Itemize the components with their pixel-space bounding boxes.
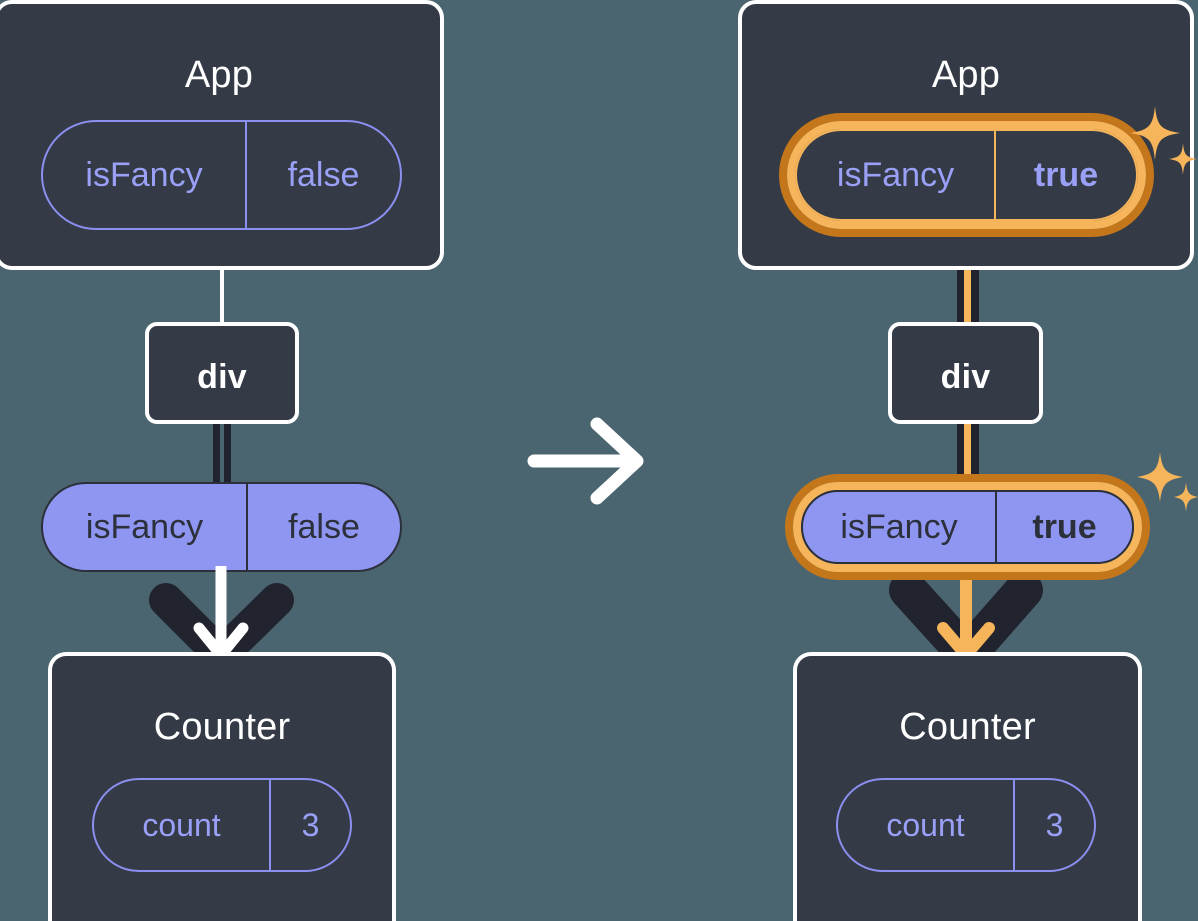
arrow-chevron-dark-right [889,571,1043,674]
connector-div-to-props-right-a [957,422,965,484]
connector-div-to-props-left-a [213,422,220,484]
app-state-value-right: true [994,131,1136,219]
props-pill-left[interactable]: isFancy false [41,482,402,572]
app-state-key-left: isFancy [85,155,203,194]
props-key-right: isFancy [840,507,958,546]
counter-state-value-left: 3 [269,780,350,870]
div-element-box-right: div [888,322,1043,424]
app-state-pill-right[interactable]: isFancy true [795,129,1138,221]
counter-state-pill-right[interactable]: count 3 [836,778,1096,872]
arrow-chevron-dark-left [149,583,294,672]
app-title-left: App [184,54,254,96]
connector-app-to-div-right-b [971,230,979,330]
app-state-key-right: isFancy [836,155,955,194]
counter-state-pill-left[interactable]: count 3 [92,778,352,872]
sparkle-small-icon [1174,482,1198,512]
div-element-box-left: div [145,322,299,424]
arrow-head-white-left [193,622,249,661]
counter-title-right: Counter [899,706,1036,748]
counter-state-value-right: 3 [1013,780,1094,870]
app-state-value-left: false [245,122,400,228]
connector-app-to-div-right-core [964,222,971,330]
div-label-right: div [940,358,991,396]
connector-app-to-div-right-a [957,230,965,330]
sparkle-large-icon [1137,452,1183,502]
connector-div-to-props-left-b [224,422,231,484]
props-value-left: false [246,484,400,570]
counter-state-key-right: count [886,806,965,843]
connector-div-to-props-right-core [964,422,971,484]
counter-state-key-left: count [142,806,221,843]
connector-app-to-div-left [220,268,224,326]
app-state-pill-left[interactable]: isFancy false [41,120,402,230]
app-title-right: App [931,54,1001,96]
props-key-left: isFancy [85,507,204,546]
div-label-left: div [197,358,247,396]
counter-title-left: Counter [153,706,291,748]
props-pill-right[interactable]: isFancy true [801,490,1134,564]
props-value-right: true [995,492,1132,562]
arrow-head-orange-right [937,622,995,661]
connector-div-to-props-right-b [971,422,979,484]
